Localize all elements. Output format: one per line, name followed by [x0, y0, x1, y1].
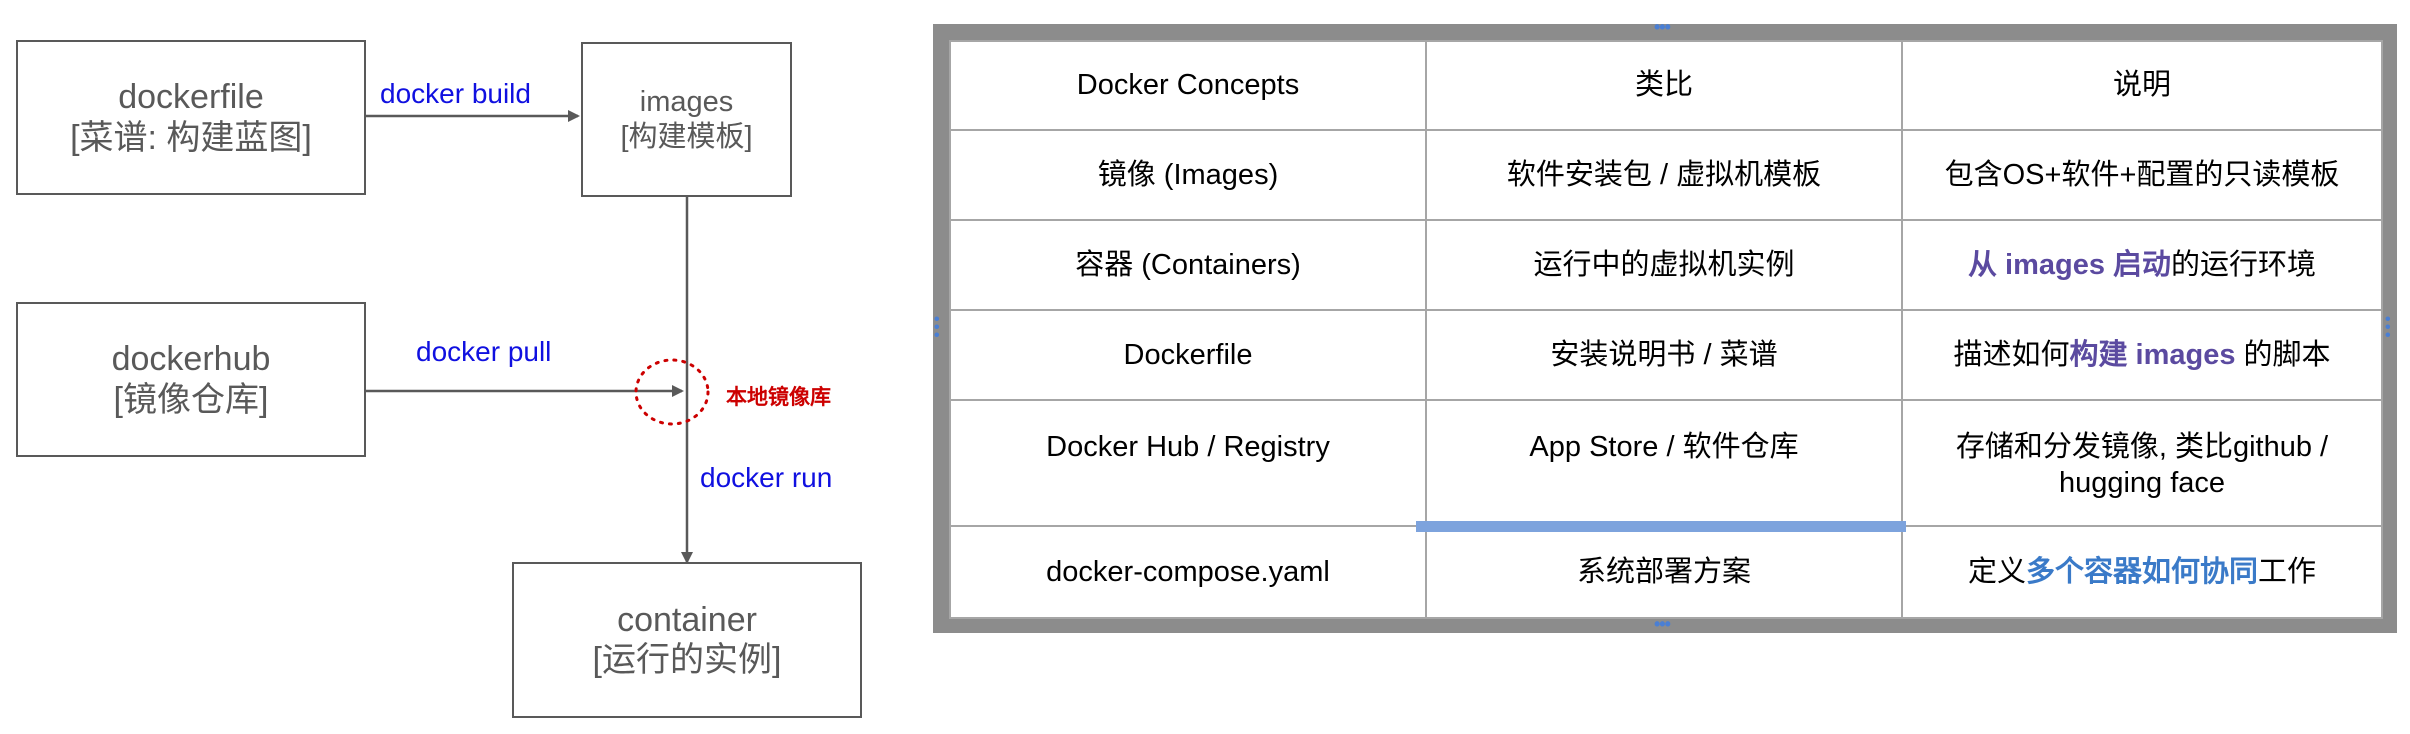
header-concepts[interactable]: Docker Concepts [949, 40, 1427, 131]
description-highlight: 多个容器如何协同 [2025, 555, 2258, 588]
concepts-table[interactable]: Docker Concepts 类比 说明 镜像 (Images) 软件安装包 … [949, 40, 2383, 619]
analogy-cell[interactable]: 软件安装包 / 虚拟机模板 [1425, 129, 1903, 221]
concept-cell[interactable]: Dockerfile [949, 309, 1427, 401]
local-cache-circle [634, 358, 710, 426]
description-cell[interactable]: 存储和分发镜像, 类比github / hugging face [1901, 399, 2383, 527]
description-highlight: 构建 images [2069, 338, 2236, 371]
local-cache-label: 本地镜像库 [726, 386, 831, 409]
concept-cell[interactable]: 镜像 (Images) [949, 129, 1427, 221]
analogy-cell[interactable]: 系统部署方案 [1425, 525, 1903, 619]
description-text: 包含OS+软件+配置的只读模板 [1944, 158, 2340, 191]
container-title: container [617, 600, 757, 639]
description-text-post: 的运行环境 [2171, 248, 2317, 281]
resize-handle-bottom[interactable]: ••• [1654, 614, 1671, 634]
description-text-post: 的脚本 [2235, 338, 2331, 371]
description-text-pre: 描述如何 [1953, 338, 2070, 371]
concept-cell[interactable]: Docker Hub / Registry [949, 399, 1427, 527]
analogy-cell[interactable]: App Store / 软件仓库 [1425, 399, 1903, 527]
table-row: 容器 (Containers) 运行中的虚拟机实例 从 images 启动的运行… [949, 219, 2383, 311]
container-node: container [运行的实例] [512, 562, 862, 718]
dockerhub-subtitle: [镜像仓库] [113, 380, 269, 419]
description-text-post: 工作 [2258, 555, 2317, 588]
description-text: 存储和分发镜像, 类比github / hugging face [1955, 431, 2329, 500]
docker-run-label: docker run [700, 462, 833, 493]
docker-build-label: docker build [380, 78, 531, 109]
concept-cell[interactable]: 容器 (Containers) [949, 219, 1427, 311]
description-cell[interactable]: 定义多个容器如何协同工作 [1901, 525, 2383, 619]
header-analogy[interactable]: 类比 [1425, 40, 1903, 131]
dockerfile-subtitle: [菜谱: 构建蓝图] [70, 118, 312, 157]
description-cell[interactable]: 从 images 启动的运行环境 [1901, 219, 2383, 311]
images-title: images [639, 86, 734, 119]
description-cell[interactable]: 包含OS+软件+配置的只读模板 [1901, 129, 2383, 221]
table-row: docker-compose.yaml 系统部署方案 定义多个容器如何协同工作 [949, 525, 2383, 619]
docker-workflow-diagram: dockerfile [菜谱: 构建蓝图] images [构建模板] dock… [0, 0, 900, 734]
dockerfile-node: dockerfile [菜谱: 构建蓝图] [16, 40, 366, 195]
table-header-row: Docker Concepts 类比 说明 [949, 40, 2383, 131]
table-row: Docker Hub / Registry App Store / 软件仓库 存… [949, 399, 2383, 527]
analogy-cell[interactable]: 安装说明书 / 菜谱 [1425, 309, 1903, 401]
dockerfile-title: dockerfile [118, 78, 264, 117]
analogy-cell[interactable]: 运行中的虚拟机实例 [1425, 219, 1903, 311]
description-text-pre: 定义 [1967, 555, 2026, 588]
docker-pull-label: docker pull [416, 336, 552, 367]
concept-cell[interactable]: docker-compose.yaml [949, 525, 1427, 619]
resize-handle-top[interactable]: ••• [1654, 17, 1671, 37]
description-cell[interactable]: 描述如何构建 images 的脚本 [1901, 309, 2383, 401]
container-subtitle: [运行的实例] [592, 641, 782, 679]
resize-handle-left[interactable]: ••• [934, 311, 940, 344]
table-row: Dockerfile 安装说明书 / 菜谱 描述如何构建 images 的脚本 [949, 309, 2383, 401]
concepts-table-frame[interactable]: Docker Concepts 类比 说明 镜像 (Images) 软件安装包 … [933, 24, 2397, 633]
resize-handle-right[interactable]: ••• [2385, 311, 2391, 344]
images-node: images [构建模板] [581, 42, 792, 197]
dockerhub-title: dockerhub [111, 340, 271, 379]
header-description[interactable]: 说明 [1901, 40, 2383, 131]
description-highlight: 从 images 启动 [1967, 248, 2172, 281]
diagram-connectors [364, 110, 710, 564]
table-row: 镜像 (Images) 软件安装包 / 虚拟机模板 包含OS+软件+配置的只读模… [949, 129, 2383, 221]
images-subtitle: [构建模板] [620, 120, 753, 153]
row-resize-selection-bar[interactable] [1416, 521, 1906, 532]
dockerhub-node: dockerhub [镜像仓库] [16, 302, 366, 457]
